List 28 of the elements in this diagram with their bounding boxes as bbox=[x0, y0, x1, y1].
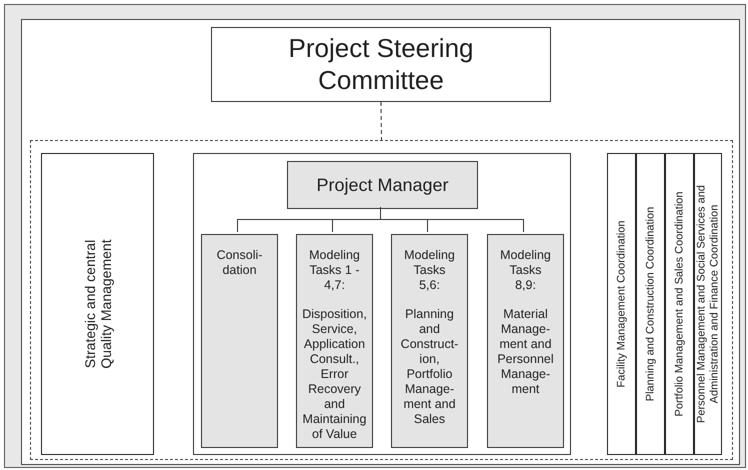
coordination-column bbox=[607, 153, 636, 455]
committee-title: Project Steering Committee bbox=[288, 33, 474, 96]
task-box bbox=[391, 234, 468, 448]
task-heading: Consoli- dation bbox=[216, 248, 264, 278]
task-box bbox=[201, 234, 278, 448]
vertical-label: Portfolio Management and Sales Coordination bbox=[673, 190, 686, 419]
task-description: Disposition, Service, Application Consult., Error Recovery and Maintaining of Value bbox=[301, 307, 368, 442]
task-heading: Modeling Tasks 5,6: bbox=[403, 248, 456, 293]
task-box bbox=[487, 234, 564, 448]
vertical-label: Facility Management Coordination bbox=[615, 220, 628, 390]
task-heading: Modeling Tasks 1 - 4,7: bbox=[308, 248, 361, 293]
dashed-group-frame bbox=[30, 140, 733, 460]
quality-box bbox=[41, 153, 154, 455]
vertical-label: Strategic and central Quality Management bbox=[81, 238, 114, 371]
task-description: Planning and Construct- ion, Portfolio Manage- ment and Sales bbox=[400, 307, 460, 427]
dashed-connector bbox=[380, 102, 382, 140]
coordination-column bbox=[694, 153, 722, 455]
vertical-label: Planning and Construction Coordination bbox=[644, 206, 657, 404]
committee-box bbox=[211, 27, 551, 102]
coordination-column bbox=[665, 153, 694, 455]
task-heading: Modeling Tasks 8,9: bbox=[499, 248, 552, 293]
manager-title: Project Manager bbox=[316, 174, 449, 196]
task-description: Material Manage- ment and Personnel Manage- ment bbox=[496, 307, 555, 397]
vertical-label: Personnel Management and Social Services and Administration and Finance Coordination bbox=[695, 184, 721, 425]
group-box bbox=[193, 153, 571, 455]
manager-box bbox=[287, 161, 478, 209]
coordination-column bbox=[636, 153, 665, 455]
task-box bbox=[296, 234, 373, 448]
